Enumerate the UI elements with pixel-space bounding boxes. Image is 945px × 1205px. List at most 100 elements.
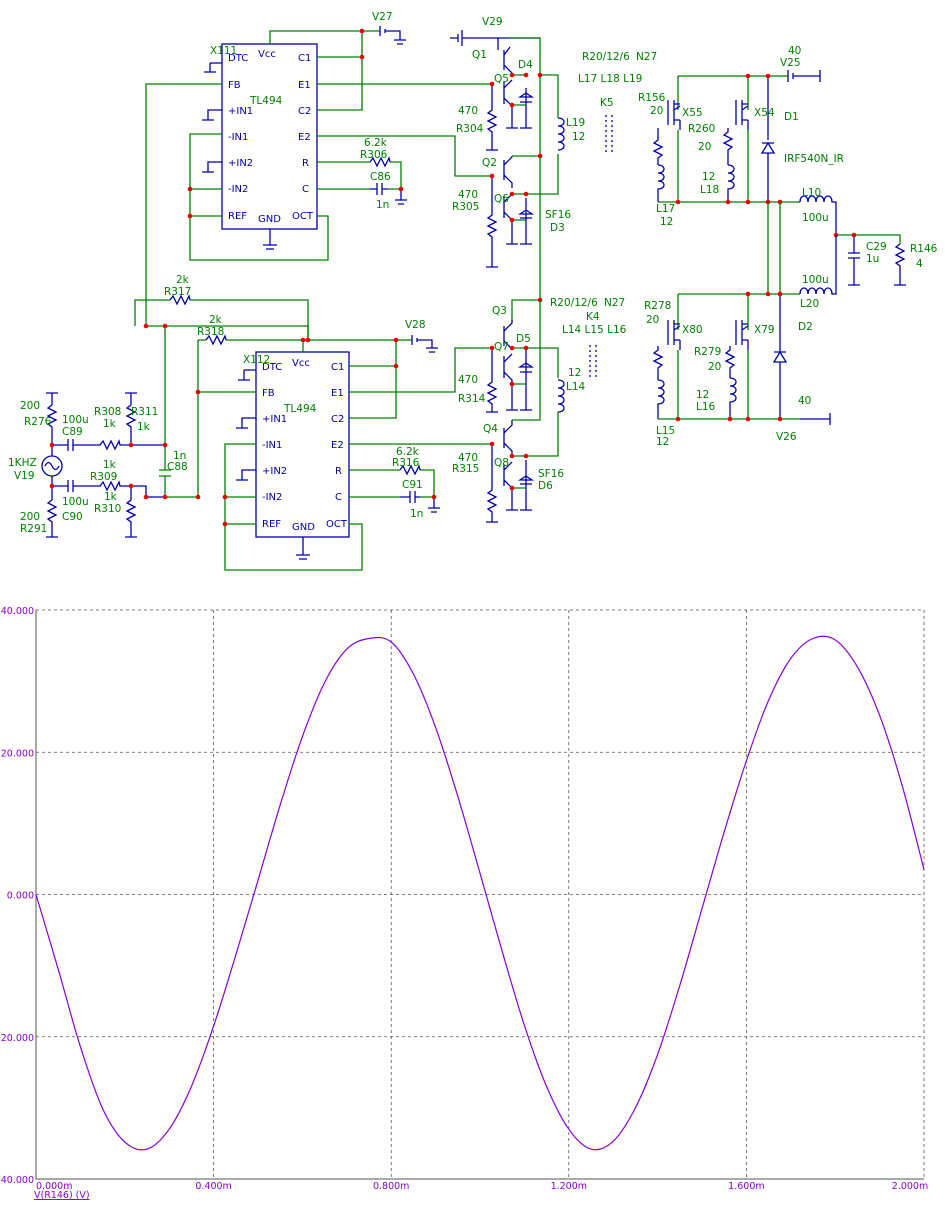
label-l10-val: 100u (802, 212, 829, 224)
label-d2: D2 (798, 321, 813, 333)
label-r317-val: 2k (176, 274, 190, 286)
pin-c-2: C (335, 492, 342, 503)
pin-in2m-2: -IN2 (262, 492, 282, 503)
label-l18: L18 (700, 184, 719, 196)
label-r309: R309 (90, 471, 117, 483)
series-line-v-r146 (35, 635, 925, 1151)
label-l20-val: 100u (802, 274, 829, 286)
label-sf16-a: SF16 (545, 209, 571, 221)
label-q2: Q2 (482, 157, 497, 169)
label-r146: R146 (910, 243, 938, 255)
label-470-b: 470 (458, 189, 478, 201)
pin-vcc: Vcc (258, 49, 276, 60)
x-tick-label: 1.600m (728, 1181, 764, 1192)
label-r304: R304 (456, 123, 484, 135)
label-v19-freq: 1KHZ (8, 457, 37, 469)
label-d3: D3 (550, 222, 565, 234)
pin-r: R (302, 158, 309, 169)
pin-gnd: GND (258, 214, 281, 225)
label-r311-val: 1k (137, 421, 151, 433)
label-d1: D1 (784, 111, 799, 123)
pin-in2m: -IN2 (228, 184, 248, 195)
label-r317: R317 (164, 286, 191, 298)
label-l10: L10 (802, 187, 821, 199)
ic-x112-part: TL494 (283, 403, 317, 415)
pin-dtc: DTC (228, 53, 248, 64)
label-v26-val: 40 (798, 395, 811, 407)
label-c29-val: 1u (866, 253, 879, 265)
label-r279: R279 (694, 346, 721, 358)
pin-e2: E2 (298, 132, 311, 143)
label-x80: X80 (682, 324, 703, 336)
ic-x112: DTC Vcc C1 FB E1 +IN1 C2 -IN1 E2 +IN2 R … (243, 351, 350, 538)
label-c90: C90 (62, 511, 83, 523)
label-xfmr-top: R20/12/6 (582, 51, 630, 63)
label-r309-val: 1k (103, 459, 117, 471)
label-q3: Q3 (492, 305, 507, 317)
label-l16-val: 12 (696, 389, 709, 401)
x-tick-label: 0.400m (195, 1181, 231, 1192)
ic-x111-name: X111 (210, 45, 237, 57)
legend-label[interactable]: V(R146) (V) (34, 1190, 90, 1201)
label-c86-val: 1n (376, 199, 389, 211)
pin-ref: REF (228, 211, 247, 222)
label-c91: C91 (402, 479, 423, 491)
label-v28: V28 (405, 319, 426, 331)
label-c86: C86 (370, 171, 391, 183)
label-l16: L16 (696, 401, 716, 413)
label-q4: Q4 (483, 423, 498, 435)
label-l20: L20 (800, 298, 819, 310)
label-r279-val: 20 (708, 361, 721, 373)
x-tick-label: 1.200m (551, 1181, 587, 1192)
x-tick-label: 2.000m (892, 1181, 928, 1192)
label-k4: K4 (586, 311, 600, 323)
pin-c1: C1 (298, 53, 311, 64)
label-x79: X79 (754, 324, 775, 336)
label-r278: R278 (644, 300, 671, 312)
pin-e2-2: E2 (331, 440, 344, 451)
label-r305: R305 (452, 201, 479, 213)
label-470-a: 470 (458, 105, 478, 117)
pin-oct-2: OCT (326, 519, 348, 530)
label-q6: Q6 (494, 193, 509, 205)
pin-in2p: +IN2 (228, 158, 253, 169)
label-n27-top: N27 (636, 51, 657, 63)
label-x55: X55 (682, 107, 703, 119)
label-r310-val: 1k (104, 491, 118, 503)
label-q7: Q7 (494, 341, 509, 353)
label-r306-val: 6.2k (364, 137, 388, 149)
pin-dtc-2: DTC (262, 362, 282, 373)
label-sf16-b: SF16 (538, 468, 564, 480)
pin-e1-2: E1 (331, 388, 344, 399)
label-k5: K5 (600, 97, 614, 109)
label-c88: C88 (167, 461, 188, 473)
label-l17-val: 12 (660, 216, 673, 228)
pin-in1m-2: -IN1 (262, 440, 282, 451)
label-v29: V29 (482, 16, 503, 28)
label-r311: R311 (131, 406, 158, 418)
label-l17: L17 (656, 203, 675, 215)
label-v26: V26 (776, 431, 797, 443)
pin-fb: FB (228, 80, 241, 91)
label-l-list-bot: L14 L15 L16 (562, 324, 627, 336)
label-c89-val: 100u (62, 414, 89, 426)
pin-c2: C2 (298, 106, 311, 117)
label-l15-val: 12 (656, 436, 669, 448)
label-c90-val: 100u (62, 496, 89, 508)
label-v25-val: 40 (788, 45, 801, 57)
label-r260: R260 (688, 123, 715, 135)
label-470-c: 470 (458, 374, 478, 386)
pin-c2-2: C2 (331, 414, 344, 425)
pin-in2p-2: +IN2 (262, 466, 287, 477)
label-l-list-top: L17 L18 L19 (578, 73, 642, 85)
label-v27: V27 (372, 11, 393, 23)
label-r276: R276 (24, 416, 52, 428)
label-l19: L19 (566, 117, 585, 129)
pin-fb-2: FB (262, 388, 275, 399)
label-x54: X54 (754, 107, 775, 119)
label-l18-val: 12 (702, 171, 715, 183)
label-r156-val: 20 (650, 105, 663, 117)
label-r291-val: 200 (20, 511, 40, 523)
